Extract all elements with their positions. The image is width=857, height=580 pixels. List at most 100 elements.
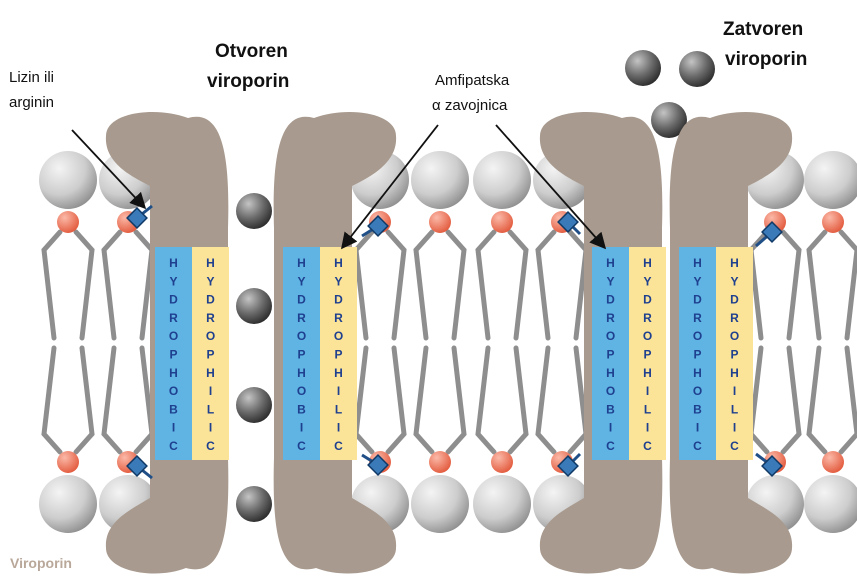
viroporin-footer-label: Viroporin <box>10 555 72 571</box>
hydrophobic-band-letter: H <box>606 366 615 380</box>
hydrophobic-band-letter: Y <box>169 274 177 288</box>
hydrophilic-band-letter: R <box>730 311 739 325</box>
lipid-tail <box>104 232 120 338</box>
hydrophobic-band-letter: I <box>609 421 612 435</box>
hydrophobic-band-letter: H <box>297 366 306 380</box>
lipid-head-top <box>804 151 857 209</box>
hydrophilic-band-letter: Y <box>334 274 342 288</box>
hydrophobic-band-letter: D <box>297 293 306 307</box>
hydrophobic-band-letter: R <box>297 311 306 325</box>
lipid-tail <box>570 232 586 338</box>
hydrophobic-band-letter: H <box>169 256 178 270</box>
hydrophilic-band-letter: P <box>334 348 342 362</box>
hydrophobic-band-letter: C <box>693 439 702 453</box>
lipid-molecule <box>411 151 469 533</box>
hydrophobic-band: HYDROPHOBIC <box>155 247 192 460</box>
hydrophilic-band-letter: I <box>209 384 212 398</box>
closed-viroporin-title-line1: Zatvoren <box>723 19 803 40</box>
hydrophobic-band-letter: P <box>693 348 701 362</box>
lipid-glycerol-bottom <box>429 451 451 473</box>
hydrophobic-band-letter: Y <box>297 274 305 288</box>
hydrophilic-band-letter: I <box>646 384 649 398</box>
ion-sphere <box>625 50 661 86</box>
hydrophobic-band-letter: O <box>297 384 306 398</box>
hydrophilic-band: HYDROPHILIC <box>629 247 666 460</box>
lipid-glycerol-bottom <box>57 451 79 473</box>
hydrophobic-band-letter: O <box>693 329 702 343</box>
hydrophilic-band-letter: P <box>643 348 651 362</box>
hydrophobic-band-letter: B <box>169 402 178 416</box>
closed-viroporin-title-line2: viroporin <box>725 49 807 70</box>
hydrophilic-band-letter: I <box>733 384 736 398</box>
hydrophilic-band-letter: P <box>730 348 738 362</box>
hydrophilic-band-letter: H <box>643 366 652 380</box>
lipid-tail <box>809 348 825 452</box>
lipid-tail <box>136 232 152 338</box>
lipid-tail <box>388 232 404 338</box>
lipid-molecule <box>473 151 531 533</box>
hydrophilic-band-letter: I <box>337 384 340 398</box>
lipid-tail <box>510 232 526 338</box>
lysine-label-line1: Lizin ili <box>9 69 54 86</box>
hydrophobic-band-letter: P <box>169 348 177 362</box>
hydrophobic-band-letter: I <box>696 421 699 435</box>
lipid-tail <box>416 348 432 452</box>
open-viroporin-title-line1: Otvoren <box>215 41 288 62</box>
lipid-tail <box>538 232 554 338</box>
lipid-tail <box>570 348 586 452</box>
hydrophobic-band-letter: O <box>693 384 702 398</box>
lipid-tail <box>841 348 857 452</box>
ion-sphere <box>236 288 272 324</box>
hydrophilic-band-letter: H <box>334 366 343 380</box>
hydrophobic-band-letter: R <box>693 311 702 325</box>
ion-sphere <box>236 387 272 423</box>
lipid-tail <box>416 232 432 338</box>
hydrophobic-band-letter: I <box>172 421 175 435</box>
lipid-tail <box>76 348 92 452</box>
lipid-glycerol-bottom <box>822 451 844 473</box>
hydrophobic-band-letter: P <box>606 348 614 362</box>
hydrophobic-band-letter: P <box>297 348 305 362</box>
lipid-glycerol-top <box>429 211 451 233</box>
lipid-tail <box>356 348 372 452</box>
hydrophobic-band-letter: O <box>169 329 178 343</box>
hydrophobic-band-letter: I <box>300 421 303 435</box>
lipid-glycerol-top <box>491 211 513 233</box>
hydrophobic-band-letter: O <box>297 329 306 343</box>
hydrophobic-band-letter: O <box>606 384 615 398</box>
ion-sphere <box>679 51 715 87</box>
lipid-glycerol-top <box>822 211 844 233</box>
hydrophilic-band-letter: L <box>335 402 342 416</box>
lipid-tail <box>448 348 464 452</box>
lipid-glycerol-top <box>57 211 79 233</box>
hydrophobic-band-letter: R <box>169 311 178 325</box>
lipid-molecule <box>746 151 804 533</box>
lipid-tail <box>783 348 799 452</box>
lipid-tail <box>104 348 120 452</box>
lipid-molecule <box>351 151 409 533</box>
ion-sphere <box>236 486 272 522</box>
hydrophobic-band-letter: B <box>297 402 306 416</box>
hydrophilic-band-letter: H <box>643 256 652 270</box>
lipid-tail <box>510 348 526 452</box>
hydrophilic-band-letter: D <box>206 293 215 307</box>
lipid-head-top <box>39 151 97 209</box>
hydrophilic-band-letter: D <box>334 293 343 307</box>
hydrophobic-band-letter: O <box>606 329 615 343</box>
hydrophilic-band-letter: Y <box>643 274 651 288</box>
lipid-tail <box>538 348 554 452</box>
lipid-tail <box>751 348 767 452</box>
hydrophilic-band-letter: I <box>337 421 340 435</box>
lipid-tail <box>783 232 799 338</box>
hydrophilic-band-letter: R <box>334 311 343 325</box>
lipid-tail <box>478 348 494 452</box>
hydrophilic-band-letter: C <box>730 439 739 453</box>
lipid-tail <box>356 232 372 338</box>
hydrophobic-band-letter: Y <box>606 274 614 288</box>
amphipathic-label-line1: Amfipatska <box>435 72 510 89</box>
